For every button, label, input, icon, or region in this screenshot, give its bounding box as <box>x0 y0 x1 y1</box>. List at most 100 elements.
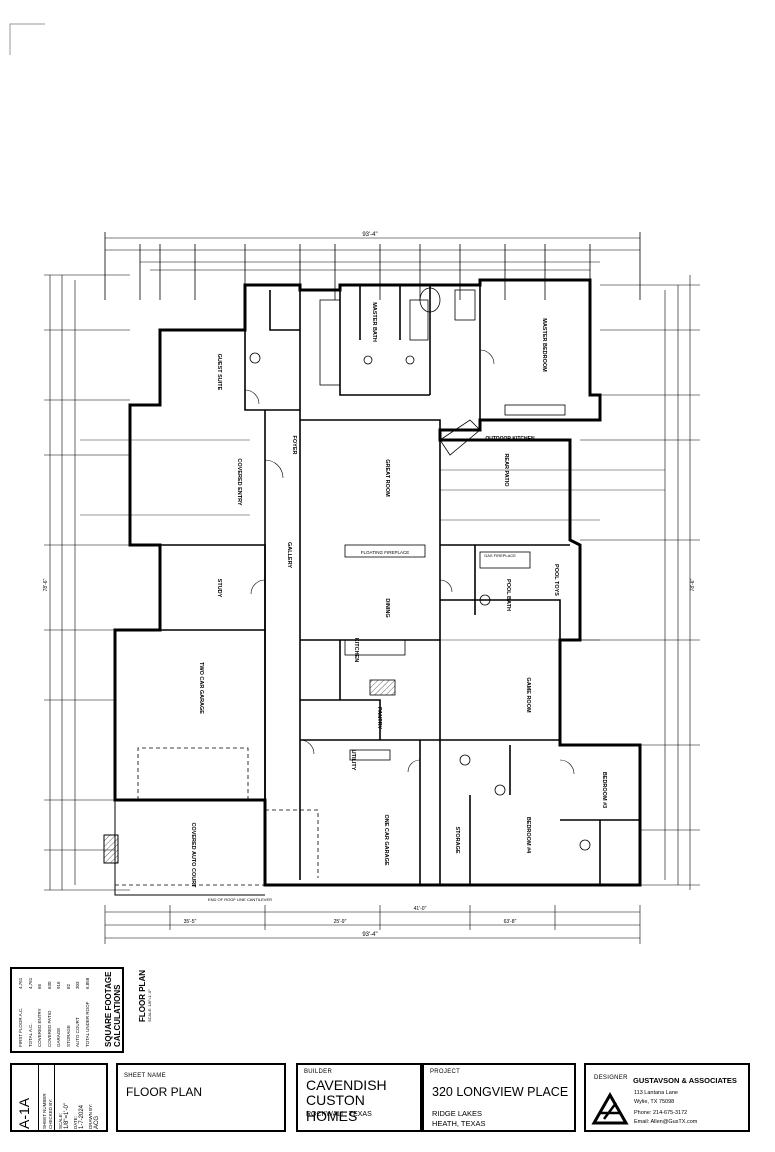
info-scale: 1/8"=1'-0" <box>64 1103 70 1129</box>
sqft-row-label: COVERED PATIO <box>46 1010 52 1047</box>
info-scale-label: SCALE: <box>58 1112 63 1129</box>
builder-label: BUILDER <box>304 1069 333 1075</box>
room-label-guest-suite: GUEST SUITE <box>216 354 222 391</box>
room-label-dining: DINING <box>384 598 390 617</box>
info-date-label: DATE: <box>73 1116 78 1129</box>
auto-court <box>103 800 265 896</box>
designer-logo <box>591 1091 629 1125</box>
sqft-row-value: 303 <box>75 981 80 989</box>
dimension-ticks-top <box>104 232 641 300</box>
sqft-row-value: 82 <box>65 983 71 989</box>
dim-bottom-4: 25'-9" <box>334 919 347 925</box>
room-label-gallery: GALLERY <box>286 542 292 568</box>
sqft-row-value: 4,761 <box>27 977 33 989</box>
dimension-lines-right <box>580 275 700 890</box>
note-floating-fireplace: FLOATING FIREPLACE <box>361 550 409 555</box>
dim-bottom-1: 35'-5" <box>184 919 197 925</box>
sqft-row-label: STORAGE <box>65 1025 71 1047</box>
project-name: 320 LONGVIEW PLACE <box>432 1085 569 1099</box>
dim-overall-top: 93'-4" <box>362 232 377 238</box>
sqft-row-value: 4,761 <box>18 977 23 989</box>
builder-city: ROCKWALL, TEXAS <box>306 1111 372 1118</box>
room-label-study: STUDY <box>216 579 222 598</box>
room-label-pool-toys: POOL TOYS <box>553 564 559 596</box>
sqft-row-label: GARAGE <box>56 1027 61 1047</box>
designer-block: DESIGNER GUSTAVSON & ASSOCIATES 113 Lant… <box>584 1063 750 1132</box>
project-sub-1: RIDGE LAKES <box>432 1109 483 1118</box>
info-date: 1-7-2024 <box>79 1104 85 1129</box>
room-label-master-bath: MASTER BATH <box>371 302 377 342</box>
project-block: PROJECT 320 LONGVIEW PLACE RIDGE LAKES H… <box>422 1063 576 1132</box>
note-end-of-roof: END OF ROOF LINE CANTILEVER <box>208 897 272 902</box>
dimension-lines-left <box>44 274 130 891</box>
sqft-row-label: COVERED ENTRY <box>37 1008 42 1047</box>
dim-bottom-3: 41'-0" <box>414 906 427 912</box>
room-label-game-room: GAME ROOM <box>525 677 531 713</box>
sqft-row-value: 630 <box>46 981 52 989</box>
room-label-covered-entry: COVERED ENTRY <box>236 458 242 505</box>
sqft-row-value: 66 <box>37 983 42 989</box>
room-label-master-bedroom: MASTER BEDROOM <box>541 318 547 372</box>
designer-email: Email: Allen@GusTX.com <box>634 1119 698 1125</box>
exterior-walls <box>113 278 642 887</box>
room-label-outdoor-kitchen: OUTDOOR KITCHEN <box>485 436 535 442</box>
info-drawn: ACG <box>94 1115 100 1129</box>
sqft-title-2: CALCULATIONS <box>113 984 122 1047</box>
room-label-two-car-garage: TWO CAR GARAGE <box>198 662 204 714</box>
project-label: PROJECT <box>430 1069 461 1075</box>
sqft-row-value: 6,858 <box>84 977 90 989</box>
info-drawn-label: DRAWN BY: <box>88 1103 93 1129</box>
sqft-title-1: SQUARE FOOTAGE <box>104 971 113 1047</box>
crop-mark <box>9 23 45 55</box>
room-label-storage: STORAGE <box>454 826 460 853</box>
room-label-kitchen: KITCHEN <box>353 638 359 662</box>
sqft-row-label: AUTO COURT <box>75 1017 80 1047</box>
sheet-number-label: SHEET NUMBER <box>42 1093 47 1129</box>
designer-name: GUSTAVSON & ASSOCIATES <box>633 1076 737 1085</box>
designer-phone: Phone: 214-675-3172 <box>634 1110 688 1116</box>
room-label-pool-bath: POOL BATH <box>505 579 511 611</box>
sqft-row-label: FIRST FLOOR A.C. <box>18 1007 23 1047</box>
designer-addr-2: Wylie, TX 75098 <box>634 1099 675 1105</box>
room-label-covered-auto-court: COVERED AUTO COURT <box>190 822 196 888</box>
door-swings <box>244 349 575 775</box>
room-labels: GUEST SUITE MASTER BEDROOM MASTER BATH GREA… <box>190 302 607 888</box>
interior-walls <box>160 280 640 885</box>
dimension-lines-top <box>105 237 640 271</box>
floor-plan-title: FLOOR PLAN <box>138 970 147 1022</box>
designer-addr-1: 113 Lantana Lane <box>634 1090 678 1096</box>
sheet-name: FLOOR PLAN <box>126 1085 203 1099</box>
room-label-foyer: FOYER <box>291 436 297 455</box>
sheet-name-block: SHEET NAME FLOOR PLAN <box>116 1063 286 1132</box>
dim-right-overall: 78'-6" <box>690 578 696 591</box>
room-label-utility: UTILITY <box>350 750 356 771</box>
built-ins <box>249 287 591 851</box>
builder-block: BUILDER CAVENDISH CUSTON HOMES ROCKWALL,… <box>296 1063 422 1132</box>
designer-label: DESIGNER <box>594 1075 628 1081</box>
dim-overall-bottom: 93'-4" <box>362 932 377 938</box>
project-sub-2: HEATH, TEXAS <box>432 1119 486 1128</box>
checked-by-label: CHECKED BY: <box>48 1098 53 1129</box>
room-label-one-car-garage: ONE CAR GARAGE <box>383 814 389 865</box>
dim-bottom-2: 63'-8" <box>504 919 517 925</box>
sqft-calculations-box: SQUARE FOOTAGE CALCULATIONS FIRST FLOOR … <box>10 967 124 1053</box>
floor-plan-scale: SCALE: 1/8"=1'-0" <box>147 989 152 1022</box>
room-label-pantry: PANTRY <box>376 707 382 729</box>
builder-name-2: CUSTON HOMES <box>306 1092 365 1124</box>
sqft-row-label: TOTAL UNDER ROOF <box>84 1001 90 1047</box>
room-label-rear-patio: REAR PATIO <box>503 453 509 487</box>
floor-plan-drawing: 93'-4" 93'-4" 35'-5" 63'-8" 41'-0" 25'-9… <box>43 232 700 944</box>
sqft-row-label: TOTAL A.C. <box>27 1023 33 1047</box>
room-label-bedroom-3: BEDROOM #3 <box>601 772 607 808</box>
room-label-bedroom-4: BEDROOM #4 <box>525 817 531 854</box>
room-label-great-room: GREAT ROOM <box>384 459 390 497</box>
sheet-name-label: SHEET NAME <box>124 1073 166 1079</box>
garage-openings <box>115 747 319 886</box>
note-gas-fireplace: GAS FIREPLACE <box>484 553 516 558</box>
builder-name-1: CAVENDISH <box>306 1077 387 1093</box>
sheet-number-block: A-1A SHEET NUMBER CHECKED BY: SCALE: 1/8… <box>10 1063 108 1132</box>
sheet-number: A-1A <box>16 1097 32 1129</box>
sqft-row-value: 916 <box>56 981 61 989</box>
dimension-lines-bottom <box>104 905 641 944</box>
